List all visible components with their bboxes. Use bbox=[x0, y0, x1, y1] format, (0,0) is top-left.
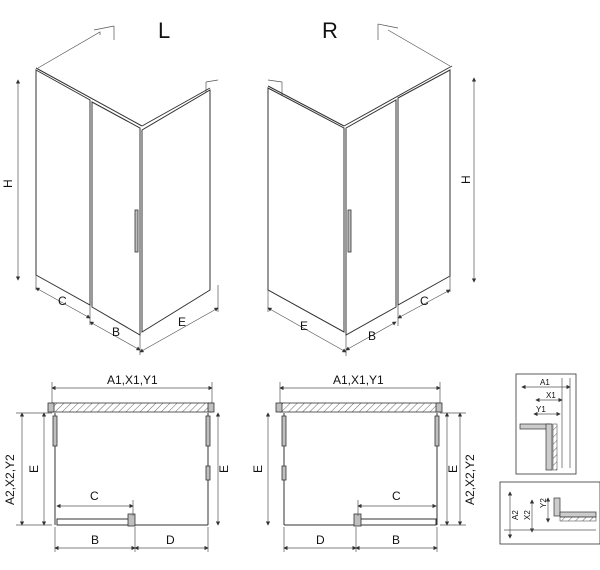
dim-b-plan-left: B bbox=[91, 533, 99, 547]
dim-e-plan-right-a: E bbox=[251, 465, 265, 473]
profile-vertical-bar bbox=[545, 423, 553, 471]
plan-view-right: A1,X1,Y1 A2,X2,Y2 E E C D B bbox=[251, 373, 477, 552]
dim-e-plan-left-a: E bbox=[27, 465, 41, 473]
dim-e-right: E bbox=[300, 319, 308, 333]
dim-c-plan-right: C bbox=[392, 489, 401, 503]
dim-d-plan-left: D bbox=[166, 533, 175, 547]
detail-a1: A1 bbox=[540, 378, 550, 387]
door-handle-left bbox=[134, 209, 139, 253]
dim-a-row-left: A1,X1,Y1 bbox=[107, 373, 158, 387]
dim-a-row-right: A1,X1,Y1 bbox=[333, 373, 384, 387]
iso-view-left: L H C B E bbox=[1, 18, 219, 355]
detail-y1: Y1 bbox=[536, 405, 546, 414]
back-edge-left bbox=[37, 31, 101, 69]
detail-profile-top: A1 X1 Y1 bbox=[515, 373, 577, 475]
dim-e-plan-right-b: E bbox=[446, 465, 460, 473]
wall-hatch-left bbox=[51, 402, 213, 413]
dim-h-left: H bbox=[1, 179, 15, 188]
dim-c-plan-left: C bbox=[90, 489, 99, 503]
fixed-panel-right bbox=[397, 69, 451, 306]
dim-line-e-right bbox=[267, 307, 347, 353]
door-track-right bbox=[357, 518, 437, 526]
view-label-right: R bbox=[322, 18, 338, 43]
side-panel-right bbox=[267, 87, 345, 333]
profile-bottom-post bbox=[553, 497, 561, 517]
back-edge-right bbox=[387, 29, 451, 67]
dim-d-plan-right: D bbox=[316, 533, 325, 547]
detail-x2: X2 bbox=[523, 510, 532, 520]
fixed-panel-left bbox=[35, 69, 91, 306]
side-panel-left bbox=[141, 89, 211, 333]
wall-hatch-right bbox=[279, 402, 441, 413]
dim-c-right: C bbox=[420, 294, 429, 308]
detail-x1: X1 bbox=[546, 391, 556, 400]
dim-line-b-right bbox=[345, 321, 397, 351]
detail-a2: A2 bbox=[511, 510, 520, 520]
dim-b-right: B bbox=[368, 329, 376, 343]
dim-c-left: C bbox=[58, 294, 67, 308]
detail-profile-bottom: A2 X2 Y2 bbox=[499, 481, 600, 545]
door-track-left bbox=[56, 518, 134, 526]
dim-a-col-right: A2,X2,Y2 bbox=[463, 454, 477, 505]
top-rail-left bbox=[35, 67, 143, 127]
dim-line-c-right bbox=[397, 289, 451, 319]
dim-b-plan-right: B bbox=[392, 533, 400, 547]
dim-line-b-left bbox=[89, 321, 141, 351]
top-bracket-left bbox=[93, 25, 115, 31]
iso-view-right: R H E B C bbox=[267, 18, 477, 356]
profile-top-bar bbox=[519, 423, 551, 430]
sliding-door-left bbox=[91, 101, 141, 336]
dim-h-right: H bbox=[459, 175, 473, 184]
sliding-door-right bbox=[345, 99, 397, 336]
top-rail-right bbox=[343, 65, 453, 127]
plan-view-left: A1,X1,Y1 A2,X2,Y2 E E C B bbox=[3, 373, 231, 552]
dim-a-col-left: A2,X2,Y2 bbox=[3, 454, 17, 505]
detail-y2: Y2 bbox=[539, 498, 548, 508]
door-handle-right bbox=[347, 209, 352, 253]
view-label-left: L bbox=[158, 18, 170, 43]
dim-e-left: E bbox=[178, 315, 186, 329]
dim-b-left: B bbox=[112, 325, 120, 339]
dim-line-c-left bbox=[35, 287, 91, 319]
dim-line-e-left bbox=[139, 307, 219, 353]
dim-e-plan-left-b: E bbox=[217, 465, 231, 473]
profile-bottom-bar bbox=[559, 511, 597, 518]
